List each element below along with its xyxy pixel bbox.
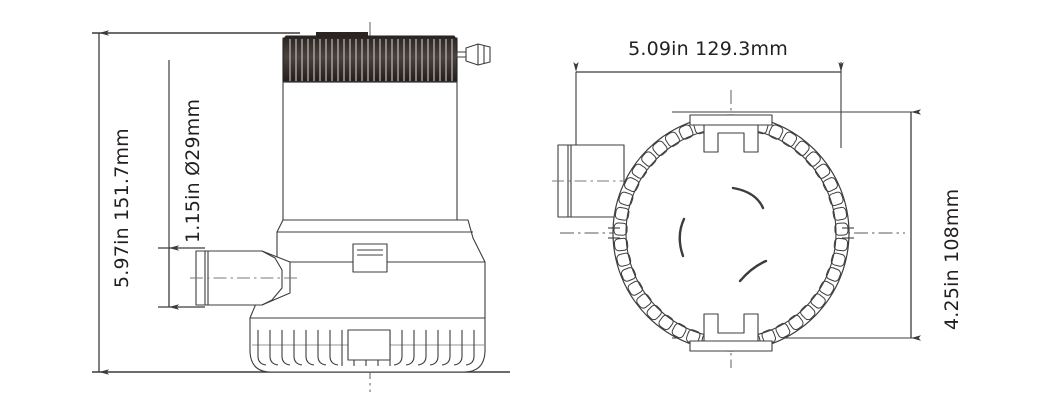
top-plan-view (552, 62, 921, 368)
impeller-vane-arcs (678, 186, 768, 283)
strainer-base (249, 317, 486, 373)
motor-cap-finned (282, 32, 458, 83)
housing-boss (352, 243, 388, 273)
body-diameter-label: 4.25in 108mm (941, 189, 963, 330)
strainer-radial-slots (613, 115, 849, 351)
overall-width-label: 5.09in 129.3mm (628, 38, 788, 60)
top-mounting-tab (689, 114, 773, 153)
rim-centerline-ticks (608, 227, 854, 239)
outlet-diameter-label: 1.15in Ø29mm (182, 99, 204, 243)
side-elevation-view (92, 22, 510, 392)
strainer-center-tab (347, 329, 391, 361)
bottom-mounting-tab (689, 313, 773, 352)
cap-barb-fitting (456, 43, 491, 66)
outlet-diameter-dimension (158, 60, 205, 310)
overall-height-label: 5.97in 151.7mm (111, 128, 133, 288)
